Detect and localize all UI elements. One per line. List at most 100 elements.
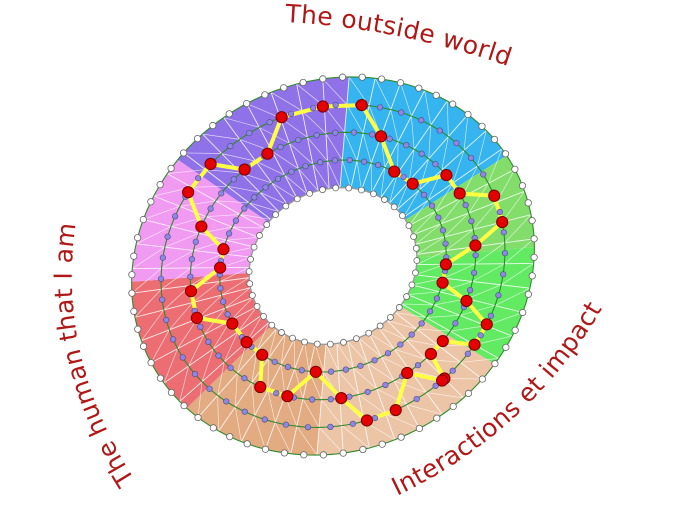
diagonal-line <box>450 325 487 332</box>
diagonal-line <box>387 320 417 330</box>
inner-rim-node <box>306 190 314 197</box>
inner-node <box>480 171 487 178</box>
inner-node <box>246 129 253 137</box>
rim-node <box>243 440 251 448</box>
diagonal-line <box>403 189 420 218</box>
diagonal-line <box>307 137 328 162</box>
inner-rim-node <box>403 293 410 300</box>
inner-node <box>327 368 335 375</box>
diagonal-line <box>234 406 242 442</box>
inner-rim-node <box>263 221 271 228</box>
inner-node <box>226 230 233 237</box>
inner-node <box>375 161 382 169</box>
inner-node <box>277 143 284 151</box>
inner-rim-node <box>399 212 406 220</box>
inner-node <box>427 308 434 315</box>
rim-node <box>225 110 233 118</box>
diagonal-line <box>141 309 165 341</box>
rim-node <box>194 413 202 422</box>
path-node <box>281 390 294 403</box>
mesh-nodes <box>128 73 538 459</box>
path-node <box>240 336 253 349</box>
diagonal-line <box>362 133 372 164</box>
inner-node <box>206 385 213 392</box>
diagonal-line <box>255 160 285 176</box>
rim-node <box>359 445 367 454</box>
diagonal-line <box>327 160 341 188</box>
diagonal-line <box>376 388 407 405</box>
path-node <box>226 317 239 330</box>
inner-node <box>227 143 234 150</box>
inner-node <box>413 395 420 403</box>
inner-rim-node <box>246 280 254 288</box>
diagonal-line <box>341 425 370 449</box>
diagonal-line <box>296 426 318 456</box>
rim-node <box>139 215 147 224</box>
inner-node <box>223 398 230 405</box>
path-node <box>440 168 453 182</box>
diagonal-line <box>271 182 298 200</box>
inner-node <box>164 233 171 240</box>
inner-node <box>188 256 196 263</box>
inner-node <box>261 416 268 423</box>
diagonal-line <box>251 382 255 416</box>
rim-node <box>139 342 148 350</box>
inner-rim-node <box>250 243 258 251</box>
diagonal-line <box>426 392 464 399</box>
rim-node <box>528 272 536 280</box>
inner-node <box>472 252 479 259</box>
rim-node <box>432 91 440 99</box>
inner-node <box>220 298 227 305</box>
diagonal-line <box>394 348 426 360</box>
diagonal-line <box>134 289 162 318</box>
diagonal-line <box>298 168 319 191</box>
diagonal-line <box>274 422 292 454</box>
inner-node <box>262 184 269 191</box>
path-node <box>488 189 501 202</box>
diagonal-line <box>301 110 327 134</box>
inner-rim-node <box>278 329 285 336</box>
path-node <box>214 261 227 274</box>
inner-node <box>218 190 225 197</box>
diagonal-line <box>368 332 395 350</box>
inner-node <box>376 104 384 111</box>
rim-node <box>502 343 510 351</box>
diagonal-line <box>474 242 505 265</box>
diagonal-line <box>161 267 192 290</box>
inner-rim-node <box>370 190 377 198</box>
diagonal-line <box>452 150 465 184</box>
inner-node <box>163 316 170 324</box>
rim-node <box>147 359 155 367</box>
diagonal-line <box>324 106 345 133</box>
rim-node <box>280 449 288 457</box>
path-node <box>401 366 414 380</box>
diagonal-line <box>217 361 225 396</box>
diagonal-line <box>190 253 223 269</box>
inner-rim-node <box>345 184 353 192</box>
inner-node <box>346 157 353 164</box>
inner-rim-node <box>268 321 276 329</box>
diagonal-line <box>267 358 269 391</box>
path-node <box>374 130 388 143</box>
diagonal-line <box>325 133 343 161</box>
rim-node <box>524 199 532 207</box>
diagonal-line <box>389 173 398 204</box>
diagonal-line <box>202 133 240 140</box>
inner-node <box>439 227 446 234</box>
inner-node <box>364 388 371 396</box>
diagonal-line <box>416 250 447 265</box>
inner-rim-node <box>352 335 360 342</box>
rim-node <box>319 75 327 83</box>
diagonal-line <box>164 232 199 248</box>
diagonal-line <box>380 167 386 198</box>
rim-node <box>179 149 188 157</box>
inner-rim-node <box>282 202 290 210</box>
rim-node <box>358 73 366 81</box>
inner-node <box>418 150 425 157</box>
diagonal-line <box>259 191 288 206</box>
diagonal-line <box>223 331 239 363</box>
inner-node <box>309 396 316 403</box>
inner-node <box>428 202 436 209</box>
inner-node <box>191 370 199 378</box>
